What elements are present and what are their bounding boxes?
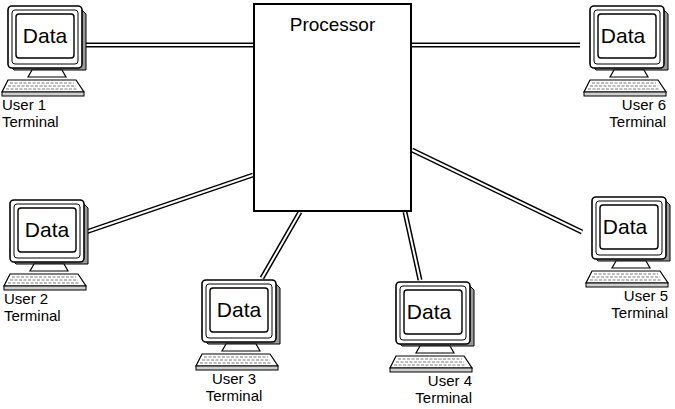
cable-connector — [412, 150, 582, 232]
computer-terminal — [4, 198, 86, 294]
terminal-label: User 2 Terminal — [4, 291, 80, 324]
cable-outline — [412, 43, 580, 48]
cable-connector — [405, 212, 420, 280]
screen-text: Data — [595, 16, 651, 56]
terminal-label: User 1 Terminal — [2, 97, 78, 130]
cable-connector — [262, 212, 300, 278]
screen-text: Data — [19, 210, 75, 250]
terminal-label: User 3 Terminal — [196, 371, 272, 404]
user-terminal: DataUser 3 Terminal — [196, 278, 278, 404]
computer-terminal — [2, 4, 84, 100]
cable-core — [412, 150, 582, 232]
user-terminal: DataUser 4 Terminal — [386, 280, 472, 406]
user-terminal: DataUser 5 Terminal — [582, 195, 668, 321]
screen-text: Data — [211, 290, 267, 330]
cable-core — [86, 175, 253, 232]
terminal-label: User 5 Terminal — [592, 288, 668, 321]
computer-terminal — [580, 4, 666, 100]
computer-terminal — [582, 195, 668, 291]
computer-terminal — [386, 280, 472, 376]
cable-outline — [405, 212, 420, 280]
user-terminal: DataUser 6 Terminal — [580, 4, 666, 130]
screen-text: Data — [401, 292, 457, 332]
cable-outline — [84, 43, 253, 48]
cable-core — [84, 44, 253, 46]
cable-connector — [84, 45, 253, 46]
cable-outline — [412, 150, 582, 232]
cable-core — [405, 212, 420, 280]
cable-core — [262, 212, 300, 278]
processor-box: Processor — [253, 3, 412, 212]
computer-terminal — [196, 278, 278, 374]
user-terminal: DataUser 2 Terminal — [4, 198, 86, 324]
terminal-label: User 6 Terminal — [590, 97, 666, 130]
cable-core — [412, 44, 580, 46]
user-terminal: DataUser 1 Terminal — [2, 4, 84, 130]
screen-text: Data — [17, 16, 73, 56]
processor-label: Processor — [255, 5, 410, 36]
cable-outline — [262, 212, 300, 278]
cable-connector — [86, 175, 253, 232]
cable-connector — [412, 45, 580, 46]
terminal-label: User 4 Terminal — [396, 373, 472, 406]
cable-outline — [86, 175, 253, 232]
screen-text: Data — [597, 207, 653, 247]
